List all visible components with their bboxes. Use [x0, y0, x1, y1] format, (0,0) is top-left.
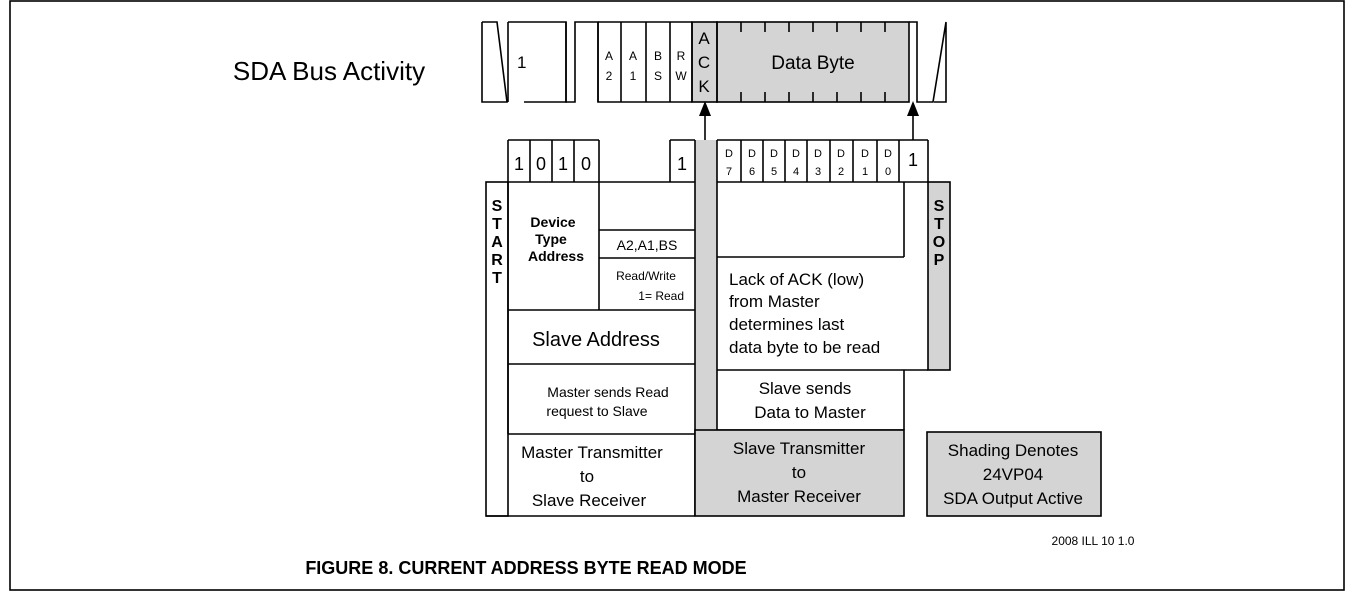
bus-ack-letters: A C K [698, 29, 710, 96]
data-bit-dividers [740, 140, 929, 182]
data-bits: D 7 D 6 D 5 D 4 D 3 D 2 D 1 D 0 [725, 148, 892, 178]
stop-label: S T O P [933, 198, 945, 269]
bus-bs-top: B [654, 49, 662, 63]
d1-bot: 1 [862, 166, 868, 178]
legend-line-3: SDA Output Active [943, 489, 1083, 508]
start-t2: T [492, 270, 502, 287]
bit-0b: 0 [581, 154, 591, 174]
bus-bit-one-label: 1 [517, 53, 526, 72]
bit-0a: 0 [536, 154, 546, 174]
bus-start-edge [481, 21, 508, 103]
ack-arrow [699, 101, 711, 140]
mt-line-3: Slave Receiver [532, 491, 647, 510]
d7-top: D [725, 148, 733, 160]
bus-ack-a: A [698, 29, 710, 48]
d4-top: D [792, 148, 800, 160]
read-write-line-1: Read/Write [616, 269, 676, 283]
start-s: S [492, 198, 503, 215]
master-transmitter-label: Master Transmitter to Slave Receiver [521, 443, 663, 510]
bus-a1-top: A [629, 49, 637, 63]
lack-ack-text: Lack of ACK (low) from Master determines… [729, 270, 880, 357]
slave-sends-line-1: Slave sends [759, 379, 852, 398]
start-label: S T A R T [491, 198, 503, 287]
dta-line-3: Address [528, 248, 584, 264]
bus-stop-edge [909, 21, 947, 103]
bit-1b: 1 [558, 154, 568, 174]
lack-ack-line-2: from Master [729, 292, 820, 311]
data-byte-ticks [740, 22, 886, 102]
stop-t: T [934, 216, 944, 233]
nack-bit: 1 [908, 150, 918, 170]
mt-line-1: Master Transmitter [521, 443, 663, 462]
legend-line-1: Shading Denotes [948, 441, 1078, 460]
d5-top: D [770, 148, 778, 160]
figure-frame [9, 0, 1345, 591]
data-byte-shade [717, 22, 909, 102]
slave-transmitter-box [694, 429, 905, 517]
read-write-line-2: 1= Read [638, 289, 684, 303]
device-type-address: Device Type Address [528, 214, 584, 264]
stop-column [927, 181, 951, 371]
st-line-1: Slave Transmitter [733, 439, 866, 458]
dta-line-2: Type [535, 231, 567, 247]
bus-rw-top: R [677, 49, 686, 63]
nack-arrow [907, 101, 919, 140]
shading-legend-text: Shading Denotes 24VP04 SDA Output Active [943, 441, 1083, 508]
a2a1bs-label: A2,A1,BS [617, 237, 678, 253]
d2-top: D [837, 148, 845, 160]
d7-bot: 7 [726, 166, 732, 178]
master-sends-line-1: Master sends Read [547, 384, 668, 400]
shading-legend [926, 431, 1102, 517]
bus-addr-bits: A 2 A 1 B S R W [605, 49, 687, 83]
start-r: R [491, 252, 503, 269]
bus-bs-bot: S [654, 69, 662, 83]
lack-ack-line-1: Lack of ACK (low) [729, 270, 864, 289]
ack-shade [692, 22, 717, 102]
d3-bot: 3 [815, 166, 821, 178]
bus-ack-k: K [698, 77, 710, 96]
legend-line-2: 24VP04 [983, 465, 1044, 484]
mt-line-2: to [580, 467, 594, 486]
lack-ack-line-3: determines last [729, 315, 845, 334]
slave-transmitter-label: Slave Transmitter to Master Receiver [733, 439, 866, 506]
start-t1: T [492, 216, 502, 233]
figure-caption: FIGURE 8. CURRENT ADDRESS BYTE READ MODE [305, 558, 746, 578]
bus-a2-bot: 2 [606, 69, 613, 83]
device-type-bits: 1 0 1 0 1 1 [514, 150, 918, 174]
bit-1a: 1 [514, 154, 524, 174]
start-a: A [491, 234, 503, 251]
dta-line-1: Device [530, 214, 575, 230]
d5-bot: 5 [771, 166, 777, 178]
d2-bot: 2 [838, 166, 844, 178]
master-sends-line-2: request to Slave [546, 403, 647, 419]
ack-column-shade [695, 140, 717, 516]
d3-top: D [814, 148, 822, 160]
bus-rw-bot: W [675, 69, 687, 83]
stop-o: O [933, 234, 945, 251]
d0-top: D [884, 148, 892, 160]
figure-id: 2008 ILL 10 1.0 [1052, 534, 1135, 548]
bus-label: SDA Bus Activity [233, 56, 425, 86]
stop-s: S [934, 198, 945, 215]
lack-ack-line-4: data byte to be read [729, 338, 880, 357]
slave-address-label: Slave Address [532, 329, 660, 351]
st-line-3: Master Receiver [737, 487, 861, 506]
bus-a2-top: A [605, 49, 613, 63]
slave-sends-line-2: Data to Master [754, 403, 866, 422]
stop-p: P [934, 252, 945, 269]
st-line-2: to [792, 463, 806, 482]
d4-bot: 4 [793, 166, 799, 178]
bus-data-byte-label: Data Byte [771, 53, 854, 74]
d1-top: D [861, 148, 869, 160]
bus-a1-bot: 1 [630, 69, 637, 83]
bus-ack-c: C [698, 53, 710, 72]
d0-bot: 0 [885, 166, 891, 178]
d6-top: D [748, 148, 756, 160]
read-bit: 1 [677, 154, 687, 174]
d6-bot: 6 [749, 166, 755, 178]
